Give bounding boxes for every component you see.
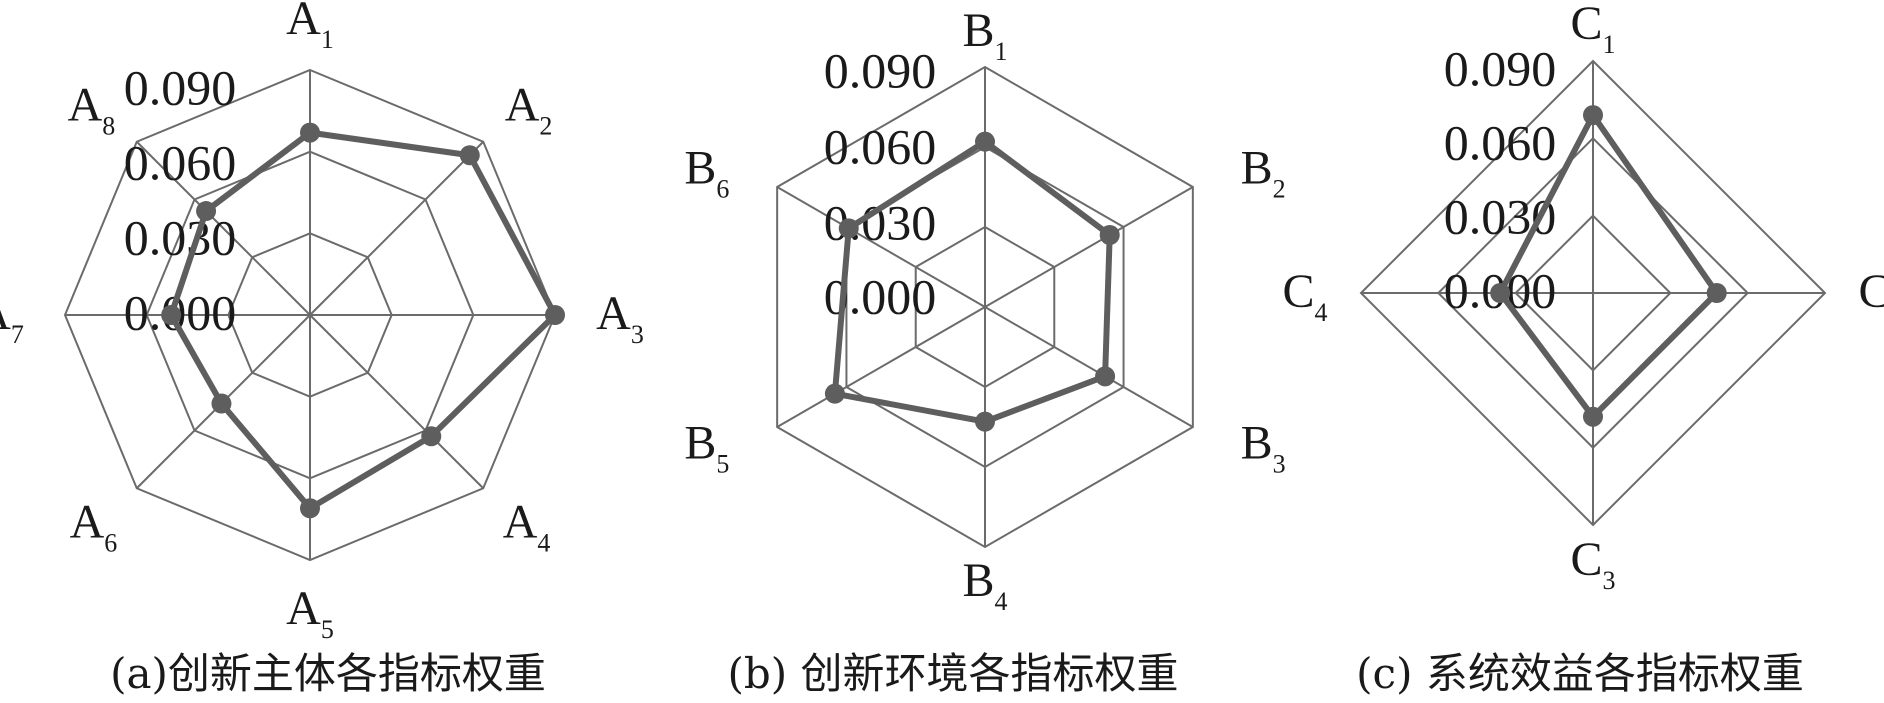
axis-label: A2 bbox=[505, 78, 553, 140]
data-point bbox=[975, 131, 995, 152]
tick-label: 0.060 bbox=[1444, 114, 1557, 170]
data-point bbox=[545, 305, 565, 325]
axis-label: B1 bbox=[962, 4, 1007, 66]
axis-label: B4 bbox=[962, 554, 1007, 616]
axis-label: B6 bbox=[684, 142, 729, 204]
data-point bbox=[1583, 406, 1603, 427]
grid-spoke bbox=[309, 141, 484, 316]
axis-label: C1 bbox=[1570, 0, 1615, 59]
axis-label: C3 bbox=[1570, 533, 1615, 595]
data-point bbox=[300, 498, 320, 519]
data-point bbox=[1490, 283, 1511, 303]
axis-label: A6 bbox=[70, 496, 118, 558]
data-point bbox=[1095, 366, 1116, 387]
grid-spoke bbox=[984, 306, 1194, 428]
data-point bbox=[838, 218, 859, 239]
grid-spoke bbox=[309, 314, 484, 489]
data-point bbox=[421, 426, 442, 447]
data-point bbox=[1099, 225, 1120, 245]
data-point bbox=[161, 305, 182, 325]
grid-spoke bbox=[776, 306, 986, 428]
grid-spoke bbox=[984, 186, 1194, 308]
data-point bbox=[1583, 105, 1603, 126]
axis-label: B3 bbox=[1241, 417, 1286, 479]
axis-label: A3 bbox=[596, 287, 644, 349]
data-point bbox=[1706, 283, 1727, 303]
data-point bbox=[196, 201, 217, 222]
axis-label: A4 bbox=[503, 496, 551, 558]
data-point bbox=[211, 393, 232, 414]
grid-spoke bbox=[776, 186, 986, 308]
tick-label: 0.060 bbox=[824, 118, 937, 174]
axis-label: A7 bbox=[0, 287, 24, 349]
tick-label: 0.030 bbox=[124, 209, 237, 265]
axis-label: B5 bbox=[684, 417, 729, 479]
tick-label: 0.090 bbox=[824, 42, 937, 98]
data-point bbox=[824, 383, 845, 404]
tick-label: 0.090 bbox=[1444, 40, 1557, 96]
axis-label: C4 bbox=[1282, 265, 1327, 327]
caption-a: (a)创新主体各指标权重 bbox=[110, 649, 546, 698]
axis-label: A1 bbox=[286, 0, 334, 54]
grid-spoke bbox=[136, 141, 311, 316]
data-point bbox=[975, 411, 995, 432]
data-point bbox=[459, 145, 480, 166]
data-point bbox=[300, 122, 320, 143]
caption-c: (c) 系统效益各指标权重 bbox=[1356, 649, 1804, 698]
axis-label: A5 bbox=[286, 582, 334, 644]
tick-label: 0.060 bbox=[124, 134, 237, 190]
axis-label: C2 bbox=[1858, 265, 1884, 327]
axis-label: B2 bbox=[1241, 142, 1286, 204]
caption-b: (b) 创新环境各指标权重 bbox=[727, 649, 1179, 698]
tick-label: 0.090 bbox=[124, 59, 237, 115]
axis-label: A8 bbox=[68, 78, 116, 140]
